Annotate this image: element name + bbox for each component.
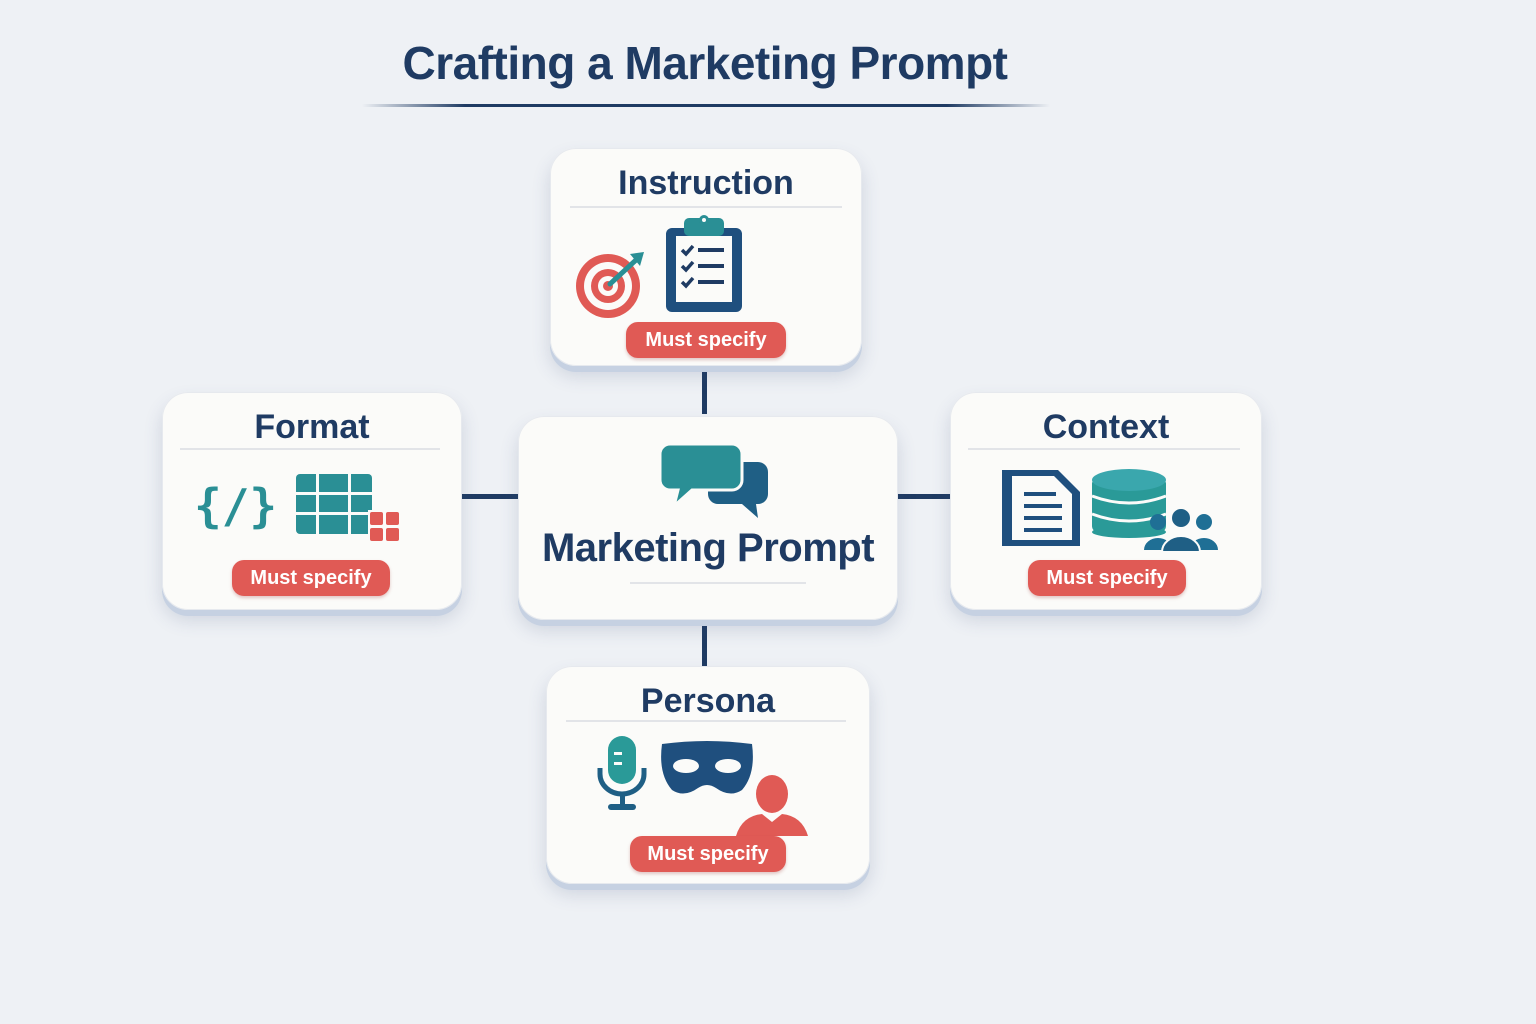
diagram-title: Crafting a Marketing Prompt [402,37,1008,89]
node-instruction[interactable]: Instruction Must specify [550,148,862,366]
connector-bottom [702,622,707,666]
divider [180,448,440,450]
node-context[interactable]: Context Must specify [950,392,1262,610]
status-badge: Must specify [1028,560,1186,596]
node-title: Persona [640,682,776,720]
center-title: Marketing Prompt [541,526,875,570]
table-grid-icon [296,474,400,542]
document-icon [1002,470,1080,546]
divider [570,206,842,208]
person-icon [736,775,808,836]
chat-bubbles-icon [658,442,768,518]
divider [968,448,1240,450]
node-marketing-prompt[interactable]: Marketing Prompt [518,416,898,620]
node-title: Instruction [618,164,794,202]
database-icon [1091,469,1167,538]
connector-top [702,370,707,414]
divider [630,582,806,584]
code-braces-icon: {/} [194,479,277,533]
divider [566,720,846,722]
status-badge: Must specify [626,322,786,358]
title-underline [362,104,1050,107]
node-format[interactable]: Format {/} Must specify [162,392,462,610]
status-badge: Must specify [630,836,786,872]
node-persona[interactable]: Persona Must specify [546,666,870,884]
target-icon [576,252,644,318]
connector-left [462,494,518,499]
node-title: Format [254,408,370,446]
people-group-icon [1144,508,1218,552]
mask-icon [661,741,753,794]
status-badge: Must specify [232,560,390,596]
node-title: Context [1042,408,1170,446]
clipboard-checklist-icon [666,215,742,312]
microphone-icon [597,736,647,810]
svg-text:{/}: {/} [194,479,277,533]
connector-right [898,494,950,499]
